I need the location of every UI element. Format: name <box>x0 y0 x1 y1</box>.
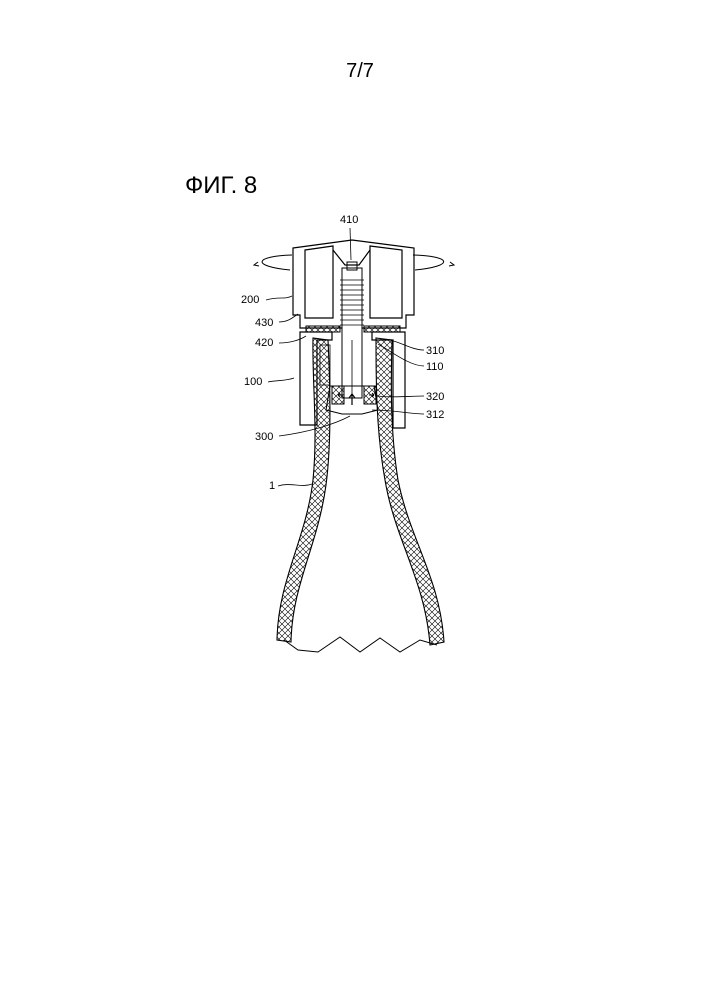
bottle-break-line <box>284 637 437 652</box>
label-110: 110 <box>426 361 444 373</box>
label-430: 430 <box>255 317 273 329</box>
label-300: 300 <box>255 431 273 443</box>
threaded-shaft <box>340 262 364 398</box>
label-410: 410 <box>340 214 358 226</box>
label-1: 1 <box>269 480 275 492</box>
label-312: 312 <box>426 409 444 421</box>
label-200: 200 <box>241 294 259 306</box>
label-310: 310 <box>426 345 444 357</box>
label-320: 320 <box>426 391 444 403</box>
label-100: 100 <box>244 376 262 388</box>
label-420: 420 <box>255 337 273 349</box>
